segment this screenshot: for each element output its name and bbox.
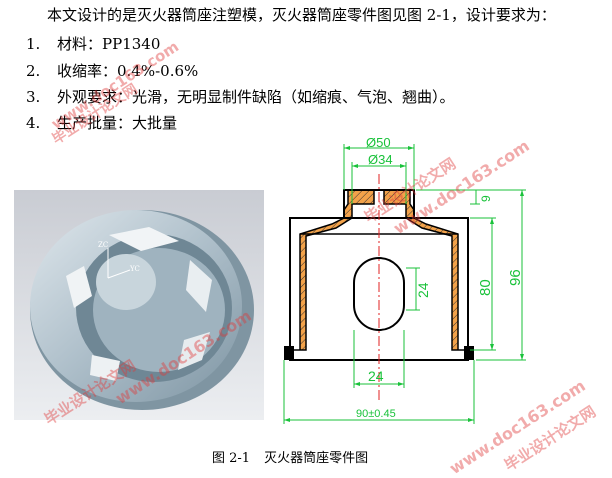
requirement-text: 材料：PP1340 — [57, 35, 161, 53]
axis-z-label: ZC — [98, 241, 108, 249]
requirement-number: 3. — [26, 88, 41, 106]
slot — [353, 257, 405, 331]
figure-caption: 图 2-1 灭火器筒座零件图 — [212, 447, 368, 466]
requirement-item-1: 1. 材料：PP1340 — [26, 33, 160, 54]
dim-slot-height: 24 — [415, 282, 431, 298]
requirement-number: 1. — [26, 35, 41, 53]
part-drawing: Ø50 Ø34 9 24 80 96 24 90±0.45 — [283, 138, 526, 424]
section-hatch — [289, 189, 375, 351]
caption-title: 灭火器筒座零件图 — [264, 451, 369, 466]
dim-step: 9 — [479, 195, 493, 202]
part-3d-render: ZC YC — [14, 190, 264, 420]
requirement-item-4: 4. 生产批量：大批量 — [26, 112, 177, 133]
requirement-text: 外观要求：光滑，无明显制件缺陷（如缩痕、气泡、翘曲）。 — [57, 88, 455, 106]
dim-base: 90±0.45 — [356, 408, 396, 420]
axis-y-label: YC — [129, 265, 140, 273]
requirement-text: 收缩率：0.4%-0.6% — [57, 62, 199, 80]
requirement-text: 生产批量：大批量 — [57, 114, 178, 132]
intro-paragraph: 本文设计的是灭火器筒座注塑模，灭火器筒座零件图见图 2-1，设计要求为： — [47, 6, 556, 24]
dim-total-height: 96 — [507, 269, 524, 286]
caption-label: 图 2-1 — [212, 451, 251, 466]
dim-top-outer: Ø50 — [366, 138, 391, 150]
requirement-item-3: 3. 外观要求：光滑，无明显制件缺陷（如缩痕、气泡、翘曲）。 — [26, 86, 455, 107]
dim-inner-height: 80 — [477, 279, 494, 296]
requirement-number: 4. — [26, 114, 41, 132]
dim-top-inner: Ø34 — [368, 152, 393, 167]
requirement-number: 2. — [26, 62, 41, 80]
dim-slot-width: 24 — [368, 368, 384, 384]
requirement-item-2: 2. 收缩率：0.4%-0.6% — [26, 60, 198, 81]
